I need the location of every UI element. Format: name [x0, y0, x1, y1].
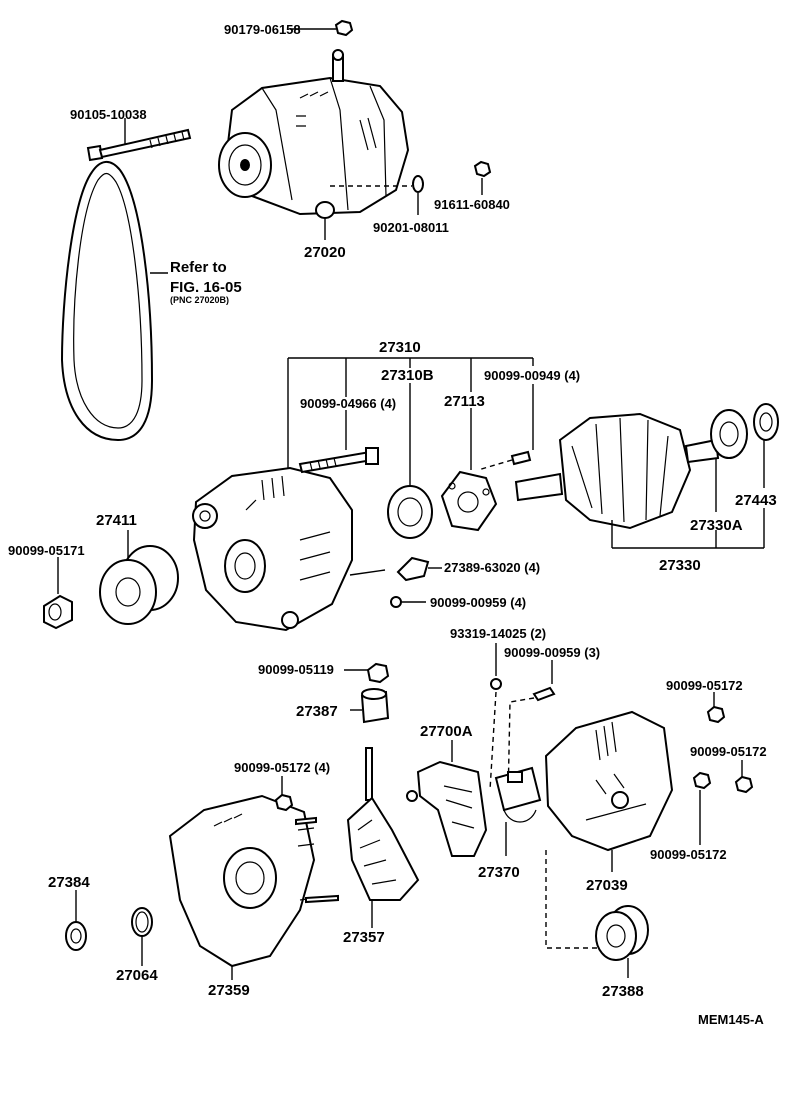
nut-91611-60840 — [473, 160, 492, 195]
nut-90099-05171 — [43, 557, 73, 630]
label-refer-to: Refer to — [170, 259, 227, 276]
label-90099-05119: 90099-05119 — [258, 662, 334, 677]
ring-27064 — [131, 907, 153, 966]
label-27064: 27064 — [116, 967, 158, 984]
label-27039: 27039 — [586, 877, 628, 894]
label-27113: 27113 — [444, 393, 485, 410]
leader-tree-27310 — [287, 357, 534, 490]
nut-90099-05119 — [344, 662, 390, 684]
rectifier-27357 — [346, 747, 420, 928]
bearing-27310B — [387, 485, 433, 539]
label-pnc-27020b: (PNC 27020B) — [170, 295, 229, 305]
bushing-27387 — [350, 688, 390, 724]
label-27330: 27330 — [659, 557, 701, 574]
label-90179-06158: 90179-06158 — [224, 22, 301, 37]
nut-90099-05172-4 — [274, 776, 294, 812]
label-27359: 27359 — [208, 982, 250, 999]
label-27443: 27443 — [735, 492, 777, 509]
label-90099-05172-4: 90099-05172 (4) — [234, 760, 330, 775]
rectifier-end-frame-27359 — [168, 794, 339, 980]
screw-90099-00949 — [477, 450, 532, 471]
label-90099-04966: 90099-04966 (4) — [300, 396, 396, 411]
insulator-27389-63020 — [396, 556, 442, 582]
bearing-27330A — [710, 409, 748, 512]
label-90099-00959-4: 90099-00959 (4) — [430, 595, 526, 610]
nut-90099-05172-c — [692, 771, 712, 845]
bearing-27388 — [595, 905, 649, 978]
label-90201-08011: 90201-08011 — [373, 220, 449, 235]
label-90099-00949: 90099-00949 (4) — [484, 368, 580, 383]
alternator-assembly-27020 — [218, 49, 410, 219]
label-27384: 27384 — [48, 874, 90, 891]
retainer-plate-27113 — [440, 470, 498, 532]
washer-90201-08011 — [330, 175, 424, 215]
label-27310: 27310 — [379, 339, 421, 356]
label-fig-16-05: FIG. 16-05 — [170, 279, 242, 296]
rotor-assembly — [514, 412, 720, 530]
label-27411: 27411 — [96, 512, 137, 529]
bearing-cover-27443 — [753, 403, 779, 488]
v-belt — [60, 161, 168, 442]
pulley-27411 — [99, 530, 179, 625]
label-27310B: 27310B — [381, 367, 434, 384]
label-27020: 27020 — [304, 244, 346, 261]
label-90099-05171: 90099-05171 — [8, 543, 85, 558]
label-27330A: 27330A — [690, 517, 743, 534]
leader-tree-27330 — [611, 508, 765, 549]
regulator-27700A — [406, 740, 488, 857]
label-27387: 27387 — [296, 703, 338, 720]
label-27389-63020: 27389-63020 (4) — [444, 560, 540, 575]
seal-27384 — [65, 890, 87, 951]
fasteners-regulator — [489, 643, 556, 801]
figure-code: MEM145-A — [698, 1012, 764, 1027]
label-93319-14025: 93319-14025 (2) — [450, 626, 546, 641]
drive-end-frame — [192, 466, 353, 632]
label-90105-10038: 90105-10038 — [70, 107, 147, 122]
label-27388: 27388 — [602, 983, 644, 1000]
nut-90179-06158 — [290, 19, 354, 37]
label-90099-00959-3: 90099-00959 (3) — [504, 645, 600, 660]
nut-90099-05172-a — [706, 692, 726, 724]
through-bolt-90099-04966 — [298, 447, 386, 576]
label-91611-60840: 91611-60840 — [434, 197, 510, 212]
bolt-90105-10038 — [86, 118, 192, 162]
label-90099-05172-c: 90099-05172 — [650, 847, 727, 862]
guide-dash-27388 — [545, 850, 604, 949]
brush-holder-27370 — [494, 766, 542, 856]
nut-90099-05172-b — [734, 760, 754, 794]
label-27700A: 27700A — [420, 723, 473, 740]
label-90099-05172-a: 90099-05172 — [666, 678, 743, 693]
screw-90099-00959-4 — [390, 596, 426, 608]
label-27357: 27357 — [343, 929, 385, 946]
label-90099-05172-b: 90099-05172 — [690, 744, 767, 759]
rear-cover-27039 — [544, 710, 674, 872]
label-27370: 27370 — [478, 864, 520, 881]
